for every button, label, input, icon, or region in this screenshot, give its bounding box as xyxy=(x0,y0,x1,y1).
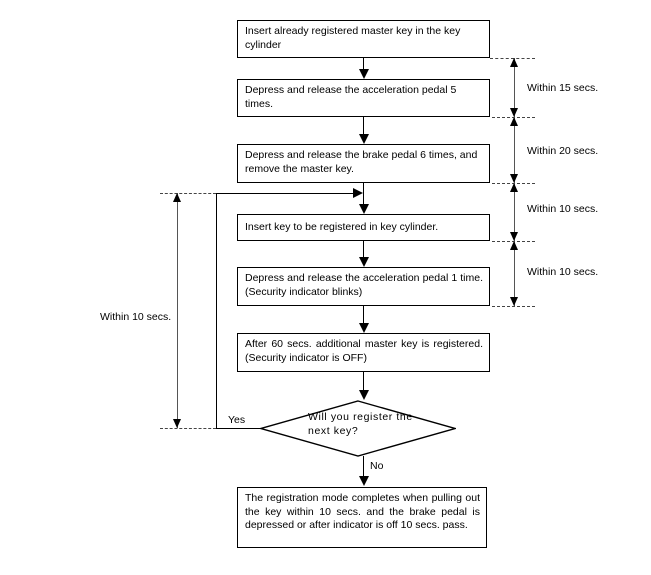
extension-line-left-bottom xyxy=(160,428,216,429)
connector-6-decision xyxy=(363,372,364,392)
connector-decision-7 xyxy=(363,456,364,478)
process-box-acceleration-pedal-5: Depress and release the acceleration ped… xyxy=(237,79,490,117)
timing-label-10s-b: Within 10 secs. xyxy=(527,266,599,278)
dimension-line-15s xyxy=(514,58,515,117)
decision-diamond: Will you register the next key? xyxy=(260,400,456,457)
dimension-arrow-down-20 xyxy=(510,174,518,183)
timing-label-10s-a: Within 10 secs. xyxy=(527,203,599,215)
dimension-line-10s-a xyxy=(514,183,515,241)
process-box-after-60-secs: After 60 secs. additional master key is … xyxy=(237,333,490,372)
extension-line-left-top xyxy=(160,193,216,194)
arrow-5-6 xyxy=(359,323,369,333)
loop-back-horizontal-lower xyxy=(216,428,261,429)
arrow-4-5 xyxy=(359,257,369,267)
arrow-decision-7 xyxy=(359,476,369,486)
process-box-registration-complete: The registration mode completes when pul… xyxy=(237,487,487,548)
process-box-brake-pedal-6: Depress and release the brake pedal 6 ti… xyxy=(237,144,490,183)
process-box-acceleration-pedal-1: Depress and release the acceleration ped… xyxy=(237,267,490,306)
process-box-insert-master-key: Insert already registered master key in … xyxy=(237,20,490,58)
dimension-arrow-down-10b xyxy=(510,297,518,306)
connector-3-4 xyxy=(363,183,364,206)
dimension-line-20s xyxy=(514,117,515,183)
arrow-6-decision xyxy=(359,390,369,400)
dimension-arrow-up-10b xyxy=(510,241,518,250)
timing-label-20s: Within 20 secs. xyxy=(527,145,599,157)
dimension-arrow-down-10a xyxy=(510,232,518,241)
decision-diamond-shape xyxy=(260,400,456,457)
decision-text-line2: next key? xyxy=(308,425,359,437)
arrow-2-3 xyxy=(359,134,369,144)
dimension-arrow-up-left xyxy=(173,193,181,202)
connector-1-2 xyxy=(363,58,364,72)
loop-back-horizontal-upper xyxy=(216,193,356,194)
dimension-arrow-down-left xyxy=(173,419,181,428)
branch-label-yes: Yes xyxy=(228,414,246,426)
branch-label-no: No xyxy=(370,460,384,472)
connector-5-6 xyxy=(363,306,364,325)
timing-label-loop-10s: Within 10 secs. xyxy=(100,311,172,323)
arrow-1-2 xyxy=(359,69,369,79)
connector-4-5 xyxy=(363,241,364,259)
process-box-insert-new-key: Insert key to be registered in key cylin… xyxy=(237,214,490,241)
loop-back-arrowhead xyxy=(353,188,363,198)
loop-back-vertical xyxy=(216,193,217,429)
dimension-line-left-10s xyxy=(177,193,178,428)
arrow-3-4 xyxy=(359,204,369,214)
extension-line-5 xyxy=(492,306,535,307)
dimension-arrow-up-20 xyxy=(510,117,518,126)
timing-label-15s: Within 15 secs. xyxy=(527,82,599,94)
connector-2-3 xyxy=(363,117,364,136)
dimension-arrow-up-10a xyxy=(510,183,518,192)
dimension-line-10s-b xyxy=(514,241,515,306)
decision-text-line1: Will you register the xyxy=(308,411,413,423)
dimension-arrow-up-15 xyxy=(510,58,518,67)
dimension-arrow-down-15 xyxy=(510,108,518,117)
